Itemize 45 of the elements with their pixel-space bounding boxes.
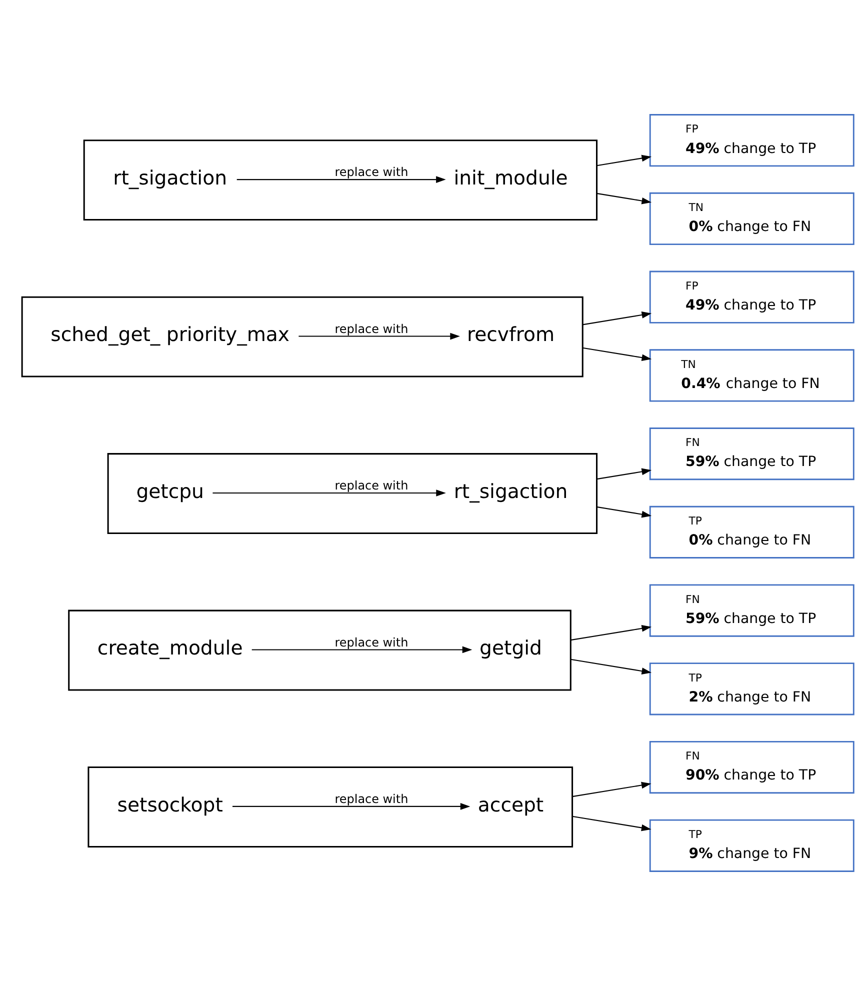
node-box: TP 9% change to FN [648, 818, 854, 872]
node-text: getcpu [136, 479, 204, 502]
node-box: TN 0% change to FN [648, 192, 854, 244]
node-text: create_module [96, 636, 242, 660]
node-text: rt_sigaction [112, 166, 227, 189]
node-box: FP 49% change to TP [648, 270, 854, 323]
arrow [572, 781, 651, 797]
cluster [68, 609, 571, 690]
node-box: FN 90% change to TP [648, 740, 854, 794]
arrow [570, 624, 652, 640]
arrow [570, 658, 652, 674]
node-text: setsockopt [116, 792, 222, 816]
edge-label: replace with [334, 164, 408, 179]
edge-label: replace with [334, 321, 408, 336]
node-text: getgid [479, 636, 542, 660]
arrow [236, 176, 446, 182]
arrow [596, 506, 652, 518]
cluster [87, 766, 573, 848]
arrow [298, 332, 460, 340]
arrow [582, 311, 652, 325]
edge-label: replace with [334, 478, 408, 492]
arrow [596, 468, 652, 480]
node-text: init_module [453, 166, 568, 189]
edge-label: replace with [334, 791, 408, 806]
node-box: FP 49% change to TP [648, 114, 854, 166]
node-box: TN 0.4% change to FN [648, 348, 854, 402]
cluster [106, 452, 598, 534]
arrow [582, 346, 652, 360]
cluster [20, 296, 583, 377]
arrow [596, 154, 652, 166]
node-text: rt_sigaction [453, 479, 568, 502]
node-text: accept [477, 792, 544, 816]
node-text: recvfrom [466, 322, 554, 346]
node-text: sched_get_ priority_max [50, 322, 290, 346]
arrow [596, 192, 652, 204]
arrow [572, 815, 651, 831]
cluster [82, 139, 598, 220]
arrow [212, 489, 446, 496]
arrow [251, 646, 472, 653]
edge-label: replace with [334, 634, 408, 649]
arrow [232, 802, 470, 810]
node-box: TP 0% change to FN [648, 505, 854, 558]
node-box: FN 59% change to TP [648, 427, 854, 480]
node-box: FN 59% change to TP [648, 584, 854, 636]
node-box: TP 2% change to FN [648, 662, 854, 715]
